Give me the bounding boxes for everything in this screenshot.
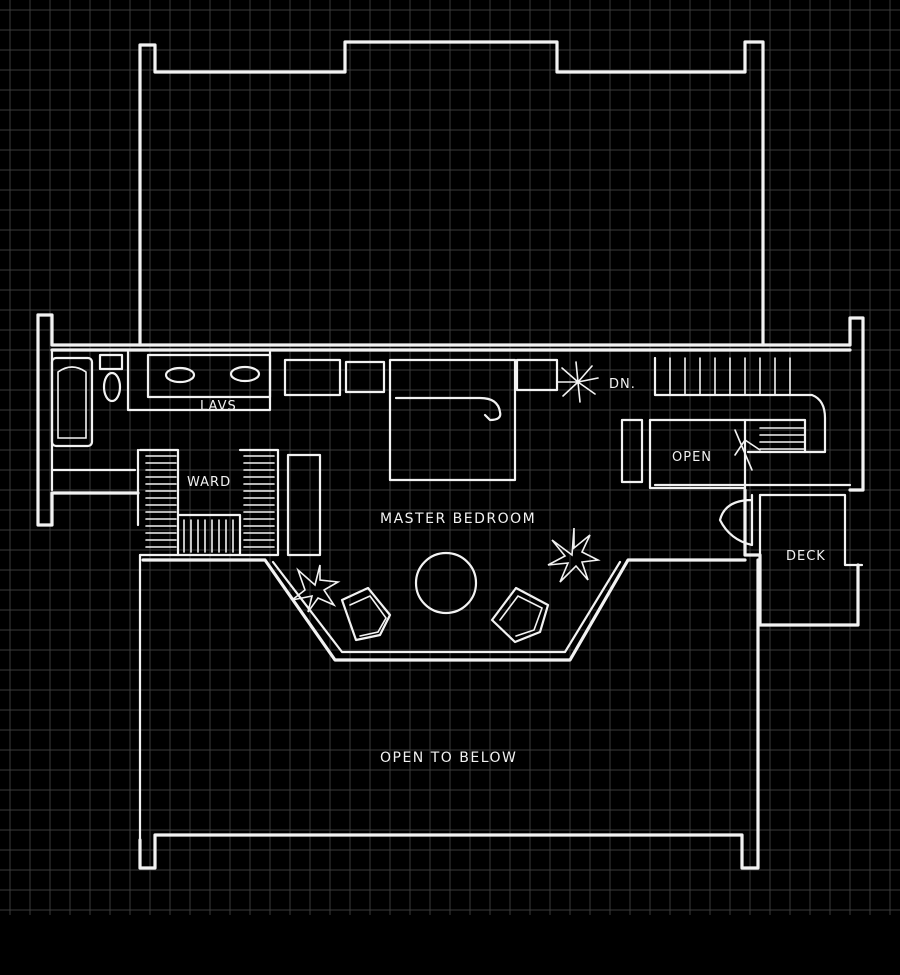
cabinet-2 <box>344 360 386 394</box>
upper-roof-outline <box>138 40 765 347</box>
grid-lines <box>0 0 900 915</box>
stair-side-cabinet <box>620 418 644 484</box>
down-label: DN. <box>609 377 636 392</box>
lavs-counter <box>146 353 272 399</box>
open-to-below-label: OPEN TO BELOW <box>380 750 517 766</box>
plant-left <box>291 564 341 613</box>
staircase <box>620 356 852 490</box>
wardrobe <box>138 448 322 557</box>
bathroom <box>50 350 272 448</box>
sink-right <box>229 365 261 383</box>
built-in-storage <box>283 358 559 397</box>
cabinet-3 <box>515 358 559 392</box>
round-table <box>414 551 478 615</box>
toilet-tank <box>98 353 124 371</box>
cabinet-1 <box>283 358 342 397</box>
toilet-bowl <box>102 371 122 403</box>
bathtub <box>50 356 94 448</box>
bathtub-basin <box>57 366 87 439</box>
master-bedroom-label: MASTER BEDROOM <box>380 511 536 527</box>
lavs-label: LAVS <box>200 399 237 414</box>
sink-left <box>164 366 196 384</box>
open-to-below-area <box>138 558 760 870</box>
armchair-left <box>340 586 392 642</box>
door-to-deck <box>718 493 754 547</box>
deck-label: DECK <box>786 549 826 564</box>
open-stair-label: OPEN <box>672 450 712 465</box>
bed-cover-fold <box>394 396 502 422</box>
dresser <box>286 453 322 557</box>
plant-right <box>547 527 601 583</box>
lavatory-counter: LAVS <box>146 353 272 414</box>
bed <box>388 358 517 482</box>
plant-top-right <box>557 361 599 403</box>
loft-edge <box>138 553 747 842</box>
armchair-right <box>490 586 550 644</box>
bed-frame <box>388 358 517 482</box>
sitting-area <box>340 551 550 644</box>
deck <box>743 488 864 627</box>
wardrobe-label: WARD <box>187 475 231 490</box>
